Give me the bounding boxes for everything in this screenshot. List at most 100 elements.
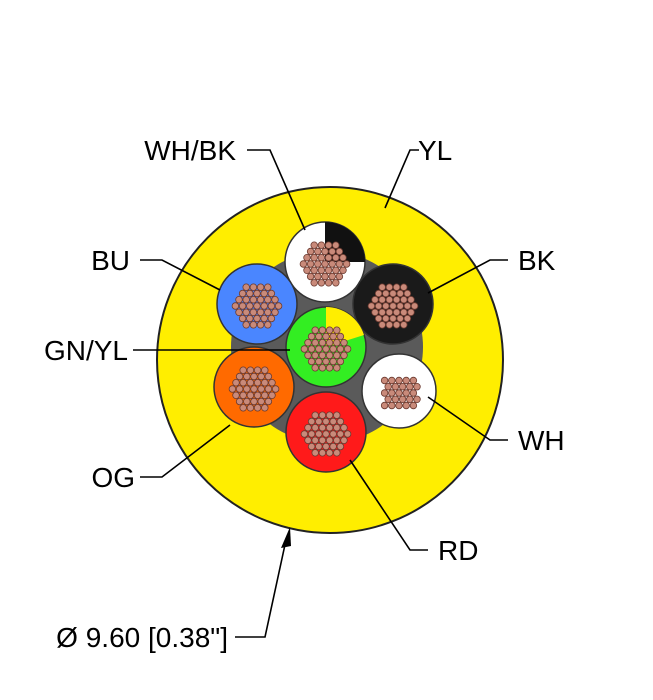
conductor-strand [242,296,250,304]
conductor-strand [398,395,407,403]
conductor-strand [261,391,269,399]
conductor-strand [335,272,344,281]
conductor-strand [332,279,340,287]
conductor-strand [340,436,348,444]
conductor-strand [413,383,421,391]
conductor-strand [271,296,279,304]
conductor-strand [392,296,401,304]
conductor-strand [307,417,316,426]
conductor-strand [333,449,341,457]
conductor-strand [264,308,272,316]
conductor-strand [329,417,337,426]
conductor-strand [329,442,337,451]
conductor-strand [400,321,408,329]
conductor-strand [322,357,330,366]
conductor-strand [384,395,392,403]
conductor-strand [396,289,404,298]
conductor-strand [246,302,254,310]
conductor-strand [324,254,333,262]
leader-wh-bk [247,149,306,231]
conductor-strand [256,296,265,304]
conductor-strand [389,289,397,298]
conductor-strand [332,266,340,274]
conductor-strand [371,296,379,304]
conductor-strand [242,308,250,316]
conductor-strand [267,289,276,298]
conductor-strand [253,289,261,298]
conductor-strand [235,397,244,406]
label-gn-yl: GN/YL [44,335,128,366]
conductor-strand [311,351,319,359]
conductor-strand [382,289,390,298]
conductor-strand [250,397,258,406]
conductor-strand [403,302,412,310]
conductor-strand [317,266,326,274]
conductor-strand [264,283,272,291]
conductor-strand [409,376,418,385]
conductor-strand [388,376,396,385]
conductor-strand [261,404,269,412]
label-wh-bk: WH/BK [144,135,236,166]
conductor-strand [242,283,250,291]
conductor-strand [264,385,273,393]
conductor-strand [306,247,315,256]
conductor-strand [322,417,330,426]
conductor-strand [243,385,251,393]
core-bk [352,263,434,345]
conductor-strand [249,283,258,291]
leader-diameter [235,539,287,638]
conductor-strand [249,308,258,316]
conductor-strand [391,383,400,391]
conductor-strand [329,345,337,353]
conductor-strand [325,436,334,444]
conductor-strand [384,383,392,391]
conductor-strand [267,302,276,310]
core-og [213,346,295,428]
conductor-strand [318,411,327,419]
conductor-strand [264,372,273,381]
diameter-arrowhead [281,527,291,548]
conductor-strand [371,308,379,316]
conductor-strand [324,279,333,287]
conductor-strand [378,321,386,329]
conductor-strand [335,260,344,268]
conductor-strand [242,321,250,329]
conductor-strand [336,442,345,451]
conductor-strand [385,308,394,316]
conductor-strand [324,241,333,249]
conductor-strand [271,308,279,316]
conductor-strand [307,332,316,341]
conductor-strand [378,308,386,316]
label-og: OG [91,462,135,493]
conductor-strand [333,424,341,432]
conductor-strand [261,366,269,374]
conductor-strand [307,345,316,353]
conductor-strand [407,296,415,304]
conductor-strand [389,314,397,323]
conductor-strand [325,411,334,419]
conductor-strand [380,376,389,385]
conductor-strand [253,302,261,310]
conductor-strand [335,247,344,256]
conductor-strand [253,314,261,323]
conductor-strand [304,424,312,432]
conductor-strand [403,289,412,298]
conductor-strand [315,430,323,438]
conductor-strand [400,296,408,304]
conductor-strand [339,266,347,274]
conductor-strand [336,357,345,366]
conductor-strand [332,254,340,262]
conductor-strand [407,308,415,316]
conductor-strand [396,314,404,323]
conductor-strand [392,321,401,329]
conductor-strand [315,345,323,353]
conductor-strand [378,296,386,304]
conductor-strand [342,260,351,268]
conductor-strand [257,372,265,381]
conductor-strand [388,389,396,397]
conductor-strand [260,314,268,323]
conductor-strand [300,345,309,353]
conductor-strand [299,260,308,268]
conductor-strand [268,379,276,387]
conductor-strand [325,364,334,372]
